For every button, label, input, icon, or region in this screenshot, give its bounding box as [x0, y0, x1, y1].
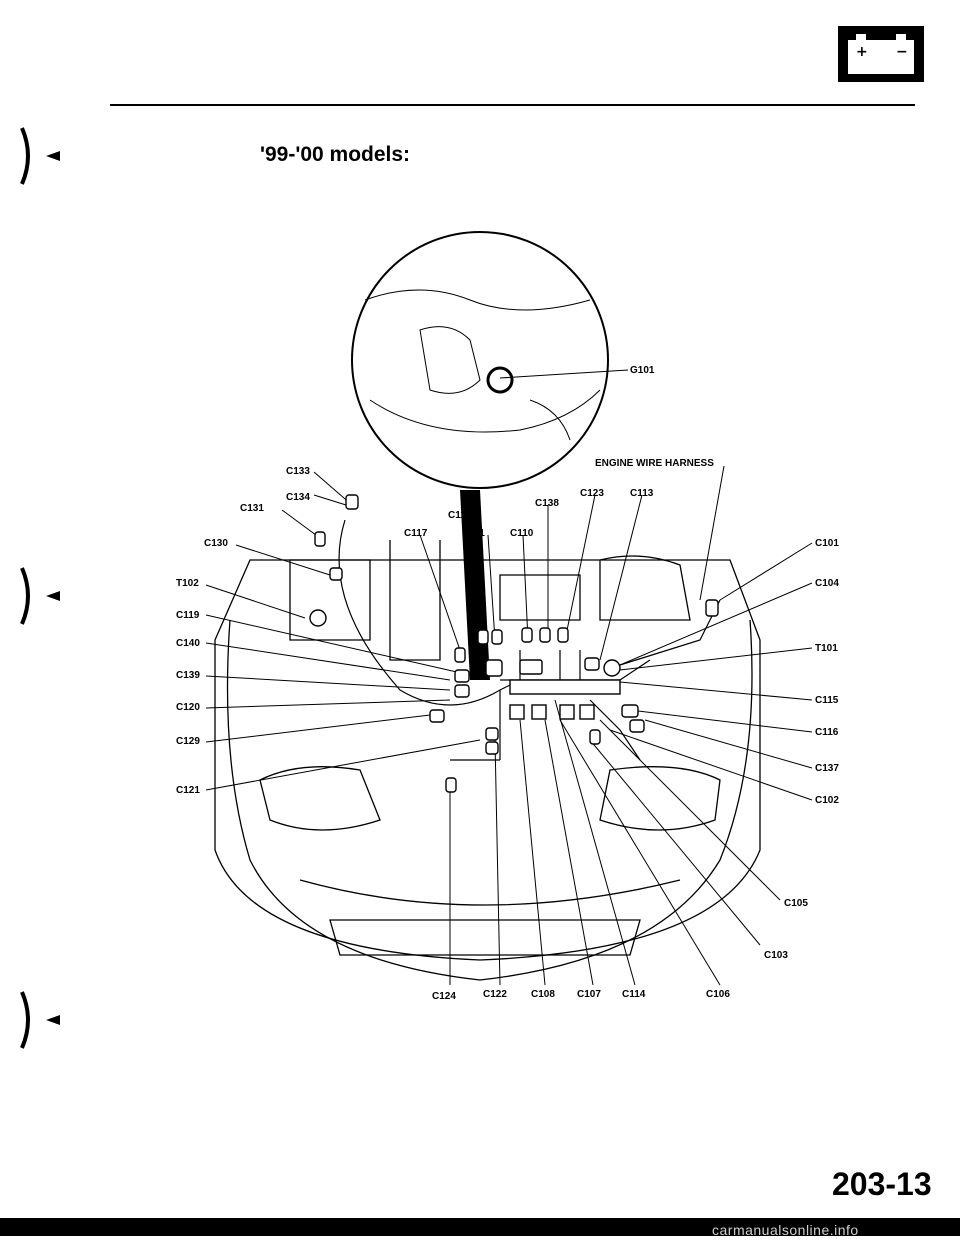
- label-c116: C116: [815, 727, 839, 738]
- label-c110: C110: [510, 528, 534, 539]
- label-c130: C130: [204, 538, 228, 549]
- watermark: carmanualsonline.info: [712, 1222, 859, 1238]
- arrow-bullet-icon: [20, 566, 66, 626]
- label-c134: C134: [286, 492, 310, 503]
- label-c103: C103: [764, 950, 788, 961]
- svg-text:+: +: [856, 44, 868, 60]
- label-c133: C133: [286, 466, 310, 477]
- bottom-rule: [0, 1218, 960, 1236]
- label-c101: C101: [815, 538, 839, 549]
- arrow-bullet-icon: [20, 126, 66, 186]
- label-c111: C111: [462, 528, 485, 539]
- label-c104: C104: [815, 578, 839, 589]
- leader-lines: [205, 369, 813, 986]
- label-c139: C139: [176, 670, 200, 681]
- label-engine-wire-harness: ENGINE WIRE HARNESS: [595, 458, 714, 469]
- label-c114: C114: [622, 989, 646, 1000]
- label-c107: C107: [577, 989, 601, 1000]
- label-c124: C124: [432, 991, 456, 1002]
- detail-inset: [351, 231, 609, 680]
- label-c122: C122: [483, 989, 507, 1000]
- battery-icon: + −: [838, 26, 924, 82]
- vehicle-outline: [214, 540, 761, 981]
- label-c112: C112: [448, 510, 472, 521]
- connector-icons: [309, 494, 719, 793]
- label-c106: C106: [706, 989, 730, 1000]
- label-c105: C105: [784, 898, 808, 909]
- label-c102: C102: [815, 795, 839, 806]
- label-c137: C137: [815, 763, 839, 774]
- label-t101: T101: [815, 643, 838, 654]
- page-heading: '99-'00 models:: [260, 143, 411, 166]
- arrow-bullet-icon: [20, 990, 66, 1050]
- label-c115: C115: [815, 695, 839, 706]
- label-c123: C123: [580, 488, 604, 499]
- label-c108: C108: [531, 989, 555, 1000]
- label-c117: C117: [404, 528, 428, 539]
- page-number: 203-13: [832, 1166, 932, 1202]
- label-c119: C119: [176, 610, 200, 621]
- connector-labels: C133 C134 C131 C130 T102 C119 C140 C139 …: [176, 365, 839, 1002]
- label-c121: C121: [176, 785, 200, 796]
- label-c129: C129: [176, 736, 200, 747]
- label-c138: C138: [535, 498, 559, 509]
- label-t102: T102: [176, 578, 199, 589]
- label-c113: C113: [630, 488, 654, 499]
- svg-text:−: −: [896, 44, 908, 60]
- label-c131: C131: [240, 503, 264, 514]
- top-rule: [110, 104, 915, 106]
- label-c120: C120: [176, 702, 200, 713]
- label-c140: C140: [176, 638, 200, 649]
- label-g101: G101: [630, 365, 655, 376]
